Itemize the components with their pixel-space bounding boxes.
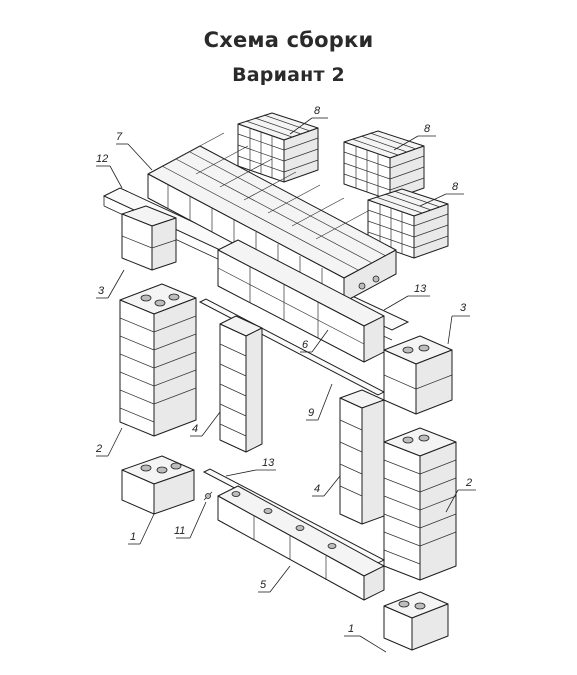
- callout-label: 2: [95, 443, 102, 455]
- callout-5: 5: [258, 565, 291, 593]
- callout-label: 4: [192, 423, 198, 435]
- callout-label: 12: [96, 153, 108, 165]
- callout-label: 4: [314, 483, 320, 495]
- part-3-pier-block-left: [121, 205, 177, 271]
- callout-7: 7: [116, 131, 153, 171]
- part-8-brick-stack-b: [343, 130, 425, 201]
- callout-label: 9: [308, 407, 314, 419]
- diagram-subtitle: Вариант 2: [232, 64, 345, 86]
- part-5-sill-block: [217, 485, 385, 601]
- callout-label: 8: [424, 123, 431, 135]
- callout-2-right: 2: [445, 477, 476, 513]
- part-8-brick-stack-a: [237, 112, 319, 183]
- callout-1-right: 1: [344, 623, 387, 653]
- callout-label: 3: [460, 302, 467, 314]
- callout-label: 13: [262, 457, 275, 469]
- callout-1-left: 1: [128, 513, 155, 545]
- callout-label: 5: [260, 579, 267, 591]
- callout-label: 7: [116, 131, 123, 143]
- part-4-column-left: [219, 315, 263, 453]
- callout-label: 1: [130, 531, 136, 543]
- part-11-rod-end: [203, 491, 213, 501]
- callout-label: 1: [348, 623, 354, 635]
- callout-13-bottom: 13: [225, 457, 276, 477]
- callout-8-a: 8: [289, 105, 328, 135]
- part-1-base-block-left: [121, 455, 195, 515]
- part-1-base-block-right: [383, 591, 449, 651]
- callout-label: 8: [314, 105, 321, 117]
- callout-label: 11: [174, 525, 185, 537]
- callout-13-top: 13: [383, 283, 430, 311]
- callout-8-b: 8: [393, 123, 436, 151]
- part-4-column-right: [339, 389, 385, 525]
- part-8-brick-stack-c: [367, 188, 449, 259]
- callout-3-right: 3: [447, 302, 470, 345]
- callout-2-left: 2: [95, 427, 123, 457]
- diagram-title: Схема сборки: [203, 28, 374, 52]
- part-3-pier-block-right: [383, 335, 453, 415]
- callout-8-c: 8: [419, 181, 464, 207]
- callout-label: 3: [98, 285, 105, 297]
- callout-label: 8: [452, 181, 459, 193]
- part-2-column-left: [119, 283, 197, 437]
- callout-9: 9: [306, 383, 333, 421]
- callout-4-left: 4: [190, 411, 221, 437]
- part-6-lintel-block: [217, 239, 385, 363]
- part-2-column-right: [383, 427, 457, 581]
- callout-3-left: 3: [96, 269, 125, 299]
- callout-11: 11: [174, 501, 207, 539]
- callout-label: 2: [465, 477, 472, 489]
- callout-label: 6: [302, 339, 309, 351]
- callout-6: 6: [300, 329, 329, 353]
- callout-12: 12: [96, 153, 123, 189]
- callout-4-right: 4: [312, 475, 341, 497]
- callout-label: 13: [414, 283, 427, 295]
